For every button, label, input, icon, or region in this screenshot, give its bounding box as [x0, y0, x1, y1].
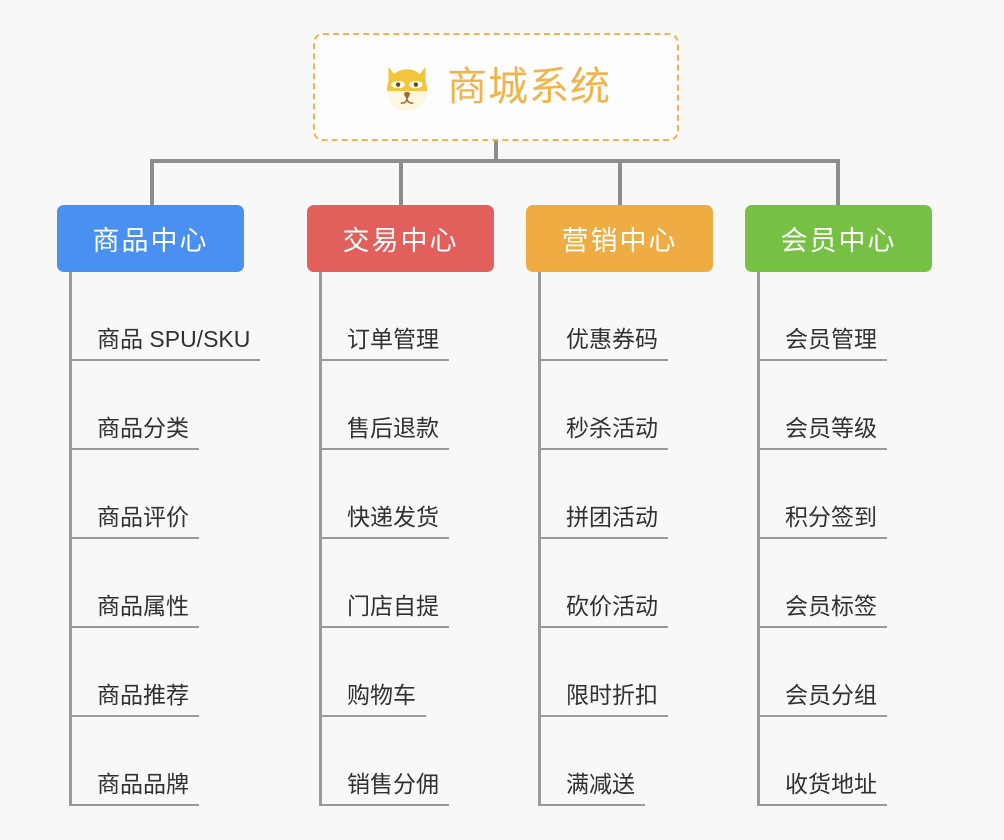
- leaf-label: 商品属性: [69, 592, 199, 628]
- list-item[interactable]: 会员管理: [757, 272, 887, 361]
- leaf-label: 商品评价: [69, 503, 199, 539]
- leaf-label: 优惠券码: [538, 325, 668, 361]
- list-item[interactable]: 会员标签: [757, 539, 887, 628]
- leaf-label: 会员管理: [757, 325, 887, 361]
- leaf-label: 拼团活动: [538, 503, 668, 539]
- leaf-label: 砍价活动: [538, 592, 668, 628]
- list-item[interactable]: 商品品牌: [69, 717, 260, 806]
- list-item[interactable]: 商品推荐: [69, 628, 260, 717]
- root-title: 商城系统: [447, 65, 611, 109]
- leaf-label: 订单管理: [319, 325, 449, 361]
- leaf-label: 满减送: [538, 770, 645, 806]
- connector-drop-4: [836, 159, 840, 207]
- list-item[interactable]: 商品评价: [69, 450, 260, 539]
- leaf-label: 售后退款: [319, 414, 449, 450]
- branch-header-1[interactable]: 商品中心: [57, 205, 244, 272]
- list-item[interactable]: 限时折扣: [538, 628, 668, 717]
- list-item[interactable]: 收货地址: [757, 717, 887, 806]
- branch-header-3[interactable]: 营销中心: [526, 205, 713, 272]
- connector-drop-1: [150, 159, 154, 207]
- list-item[interactable]: 门店自提: [319, 539, 449, 628]
- list-item[interactable]: 会员等级: [757, 361, 887, 450]
- list-item[interactable]: 拼团活动: [538, 450, 668, 539]
- list-item[interactable]: 商品 SPU/SKU: [69, 272, 261, 361]
- leaf-label: 商品推荐: [69, 681, 199, 717]
- leaf-label: 收货地址: [757, 770, 887, 806]
- connector-drop-2: [399, 159, 403, 207]
- leaf-label: 商品品牌: [69, 770, 199, 806]
- branch-营销中心: 营销中心 优惠券码 秒杀活动 拼团活动 砍价活动 限时折扣 满减送: [526, 205, 713, 806]
- leaf-label: 快递发货: [319, 503, 449, 539]
- connector-root-stem: [494, 141, 498, 162]
- branch-header-2[interactable]: 交易中心: [307, 205, 494, 272]
- list-item[interactable]: 满减送: [538, 717, 668, 806]
- branch-items-2: 订单管理 售后退款 快递发货 门店自提 购物车 销售分佣: [319, 272, 449, 806]
- leaf-label: 限时折扣: [538, 681, 668, 717]
- leaf-label: 商品 SPU/SKU: [69, 325, 261, 361]
- leaf-label: 会员标签: [757, 592, 887, 628]
- leaf-label: 门店自提: [319, 592, 449, 628]
- leaf-label: 销售分佣: [319, 770, 449, 806]
- list-item[interactable]: 秒杀活动: [538, 361, 668, 450]
- branch-交易中心: 交易中心 订单管理 售后退款 快递发货 门店自提 购物车 销售分佣: [307, 205, 494, 806]
- list-item[interactable]: 售后退款: [319, 361, 449, 450]
- list-item[interactable]: 快递发货: [319, 450, 449, 539]
- leaf-label: 会员分组: [757, 681, 887, 717]
- list-item[interactable]: 优惠券码: [538, 272, 668, 361]
- list-item[interactable]: 商品分类: [69, 361, 260, 450]
- dog-face-icon: [386, 66, 428, 112]
- list-item[interactable]: 订单管理: [319, 272, 449, 361]
- connector-drop-3: [618, 159, 622, 207]
- connector-bus: [150, 159, 840, 163]
- list-item[interactable]: 积分签到: [757, 450, 887, 539]
- branch-商品中心: 商品中心 商品 SPU/SKU 商品分类 商品评价 商品属性 商品推荐 商品品牌: [57, 205, 261, 806]
- branch-items-4: 会员管理 会员等级 积分签到 会员标签 会员分组 收货地址: [757, 272, 887, 806]
- list-item[interactable]: 商品属性: [69, 539, 260, 628]
- leaf-label: 购物车: [319, 681, 426, 717]
- leaf-label: 会员等级: [757, 414, 887, 450]
- branch-items-1: 商品 SPU/SKU 商品分类 商品评价 商品属性 商品推荐 商品品牌: [69, 272, 261, 806]
- leaf-label: 秒杀活动: [538, 414, 668, 450]
- leaf-label: 商品分类: [69, 414, 199, 450]
- branch-items-3: 优惠券码 秒杀活动 拼团活动 砍价活动 限时折扣 满减送: [538, 272, 668, 806]
- list-item[interactable]: 砍价活动: [538, 539, 668, 628]
- root-node[interactable]: 商城系统: [313, 33, 679, 141]
- branch-会员中心: 会员中心 会员管理 会员等级 积分签到 会员标签 会员分组 收货地址: [745, 205, 932, 806]
- list-item[interactable]: 销售分佣: [319, 717, 449, 806]
- leaf-label: 积分签到: [757, 503, 887, 539]
- list-item[interactable]: 购物车: [319, 628, 449, 717]
- list-item[interactable]: 会员分组: [757, 628, 887, 717]
- branch-header-4[interactable]: 会员中心: [745, 205, 932, 272]
